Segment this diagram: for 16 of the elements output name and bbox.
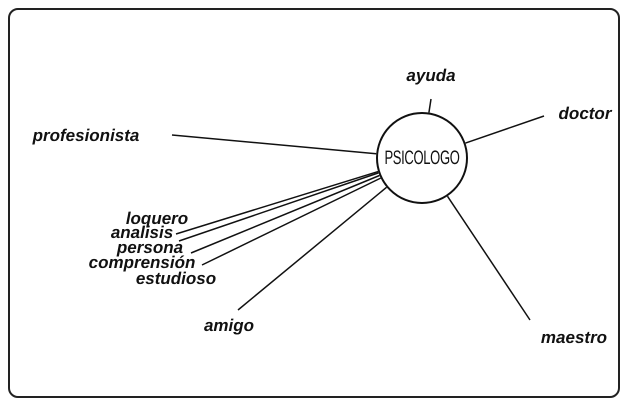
connector-line bbox=[172, 134, 376, 155]
center-label: PSICOLOGO bbox=[384, 145, 460, 171]
connector-line bbox=[238, 186, 388, 311]
word-label: doctor bbox=[558, 104, 612, 122]
word-label: maestro bbox=[540, 328, 608, 346]
connector-line bbox=[190, 174, 380, 254]
word-label: ayuda bbox=[406, 66, 456, 84]
word-label: amigo bbox=[204, 316, 254, 334]
connector-line bbox=[465, 115, 544, 144]
word-label: persona bbox=[116, 238, 184, 256]
connector-line bbox=[428, 98, 432, 113]
word-label: estudioso bbox=[136, 270, 216, 286]
connector-line bbox=[202, 177, 381, 266]
word-label: profesionista bbox=[32, 126, 140, 144]
word-label: loquero bbox=[126, 210, 188, 226]
connector-line bbox=[446, 196, 531, 320]
